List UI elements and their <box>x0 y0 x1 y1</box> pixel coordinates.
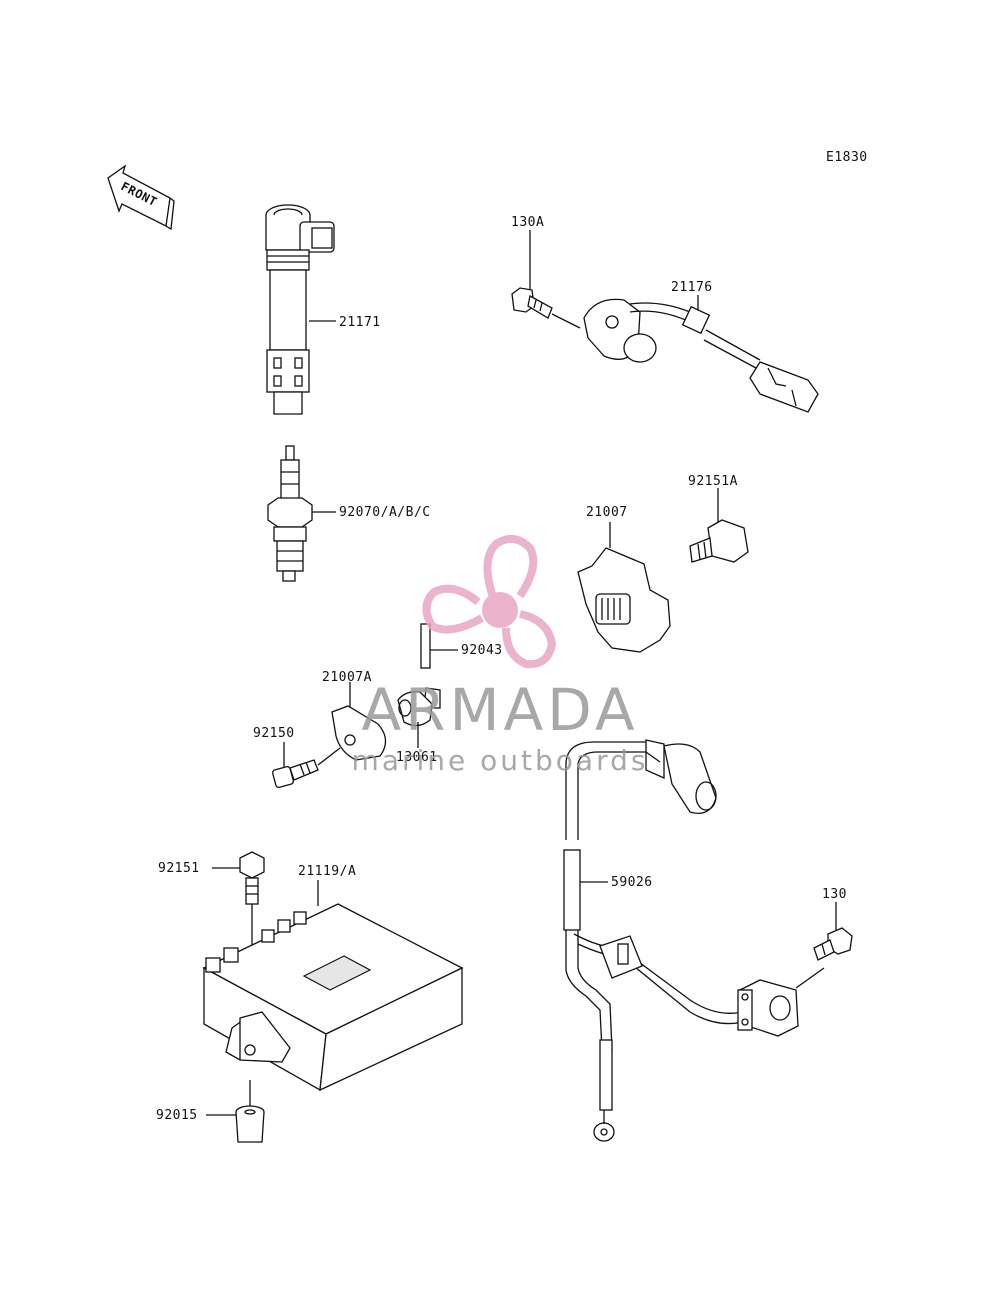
sensor-21176 <box>583 295 819 413</box>
plate-21007a <box>331 682 387 761</box>
bolt-130 <box>813 902 853 961</box>
part-label-59026: 59026 <box>611 875 653 890</box>
bolt-92150 <box>272 742 341 788</box>
harness-59026 <box>563 739 825 1142</box>
bolt-130a <box>511 230 581 329</box>
spark-plug <box>267 445 336 582</box>
armada-logo: ARMADA marine outboards <box>352 534 649 777</box>
part-label-21119: 21119/A <box>298 864 356 879</box>
damper-92015 <box>206 1080 265 1143</box>
watermark-brand: ARMADA <box>361 676 638 744</box>
part-label-92151: 92151 <box>158 861 200 876</box>
part-label-130a: 130A <box>511 215 544 230</box>
diagram-id: E1830 <box>826 150 868 165</box>
propeller-icon <box>422 534 557 669</box>
part-label-21171: 21171 <box>339 315 381 330</box>
propeller-hub <box>482 592 518 628</box>
watermark-tagline: marine outboards <box>352 744 649 777</box>
pin-92043 <box>420 623 458 669</box>
part-label-92015: 92015 <box>156 1108 198 1123</box>
timing-rotor <box>577 522 671 653</box>
part-label-92043: 92043 <box>461 643 503 658</box>
igniter-unit <box>202 880 464 1092</box>
ignition-coil <box>265 204 336 415</box>
part-label-92070: 92070/A/B/C <box>339 505 431 520</box>
part-label-21007: 21007 <box>586 505 628 520</box>
part-label-21176: 21176 <box>671 280 713 295</box>
part-label-130: 130 <box>822 887 847 902</box>
part-label-92151a: 92151A <box>688 474 738 489</box>
part-label-92150: 92150 <box>253 726 295 741</box>
part-label-13061: 13061 <box>396 750 438 765</box>
collar-13061 <box>397 687 441 748</box>
bolt-92151a <box>689 488 749 563</box>
part-label-21007a: 21007A <box>322 670 372 685</box>
front-arrow-icon: FRONT <box>107 164 175 231</box>
